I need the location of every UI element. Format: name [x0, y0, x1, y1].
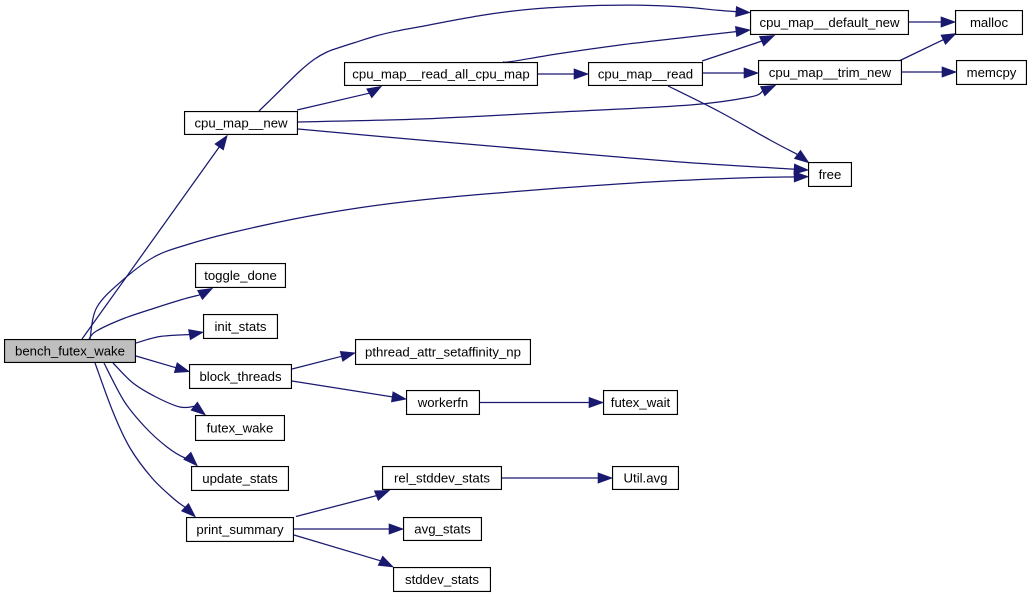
svg-text:futex_wake: futex_wake: [207, 421, 274, 436]
svg-text:cpu_map__new: cpu_map__new: [194, 116, 288, 131]
svg-text:block_threads: block_threads: [199, 369, 282, 384]
svg-text:print_summary: print_summary: [196, 522, 284, 537]
svg-text:rel_stddev_stats: rel_stddev_stats: [394, 471, 490, 486]
svg-text:cpu_map__trim_new: cpu_map__trim_new: [769, 65, 892, 80]
svg-text:bench_futex_wake: bench_futex_wake: [15, 344, 125, 359]
svg-text:workerfn: workerfn: [417, 395, 469, 410]
svg-text:malloc: malloc: [970, 15, 1009, 30]
svg-text:update_stats: update_stats: [202, 471, 278, 486]
svg-text:avg_stats: avg_stats: [414, 522, 471, 537]
svg-text:cpu_map__read: cpu_map__read: [598, 67, 693, 82]
svg-text:cpu_map__default_new: cpu_map__default_new: [759, 15, 900, 30]
svg-text:Util.avg: Util.avg: [624, 471, 668, 486]
svg-text:free: free: [819, 167, 842, 182]
svg-text:futex_wait: futex_wait: [611, 395, 671, 410]
svg-text:init_stats: init_stats: [214, 319, 266, 334]
svg-text:cpu_map__read_all_cpu_map: cpu_map__read_all_cpu_map: [352, 67, 529, 82]
svg-text:pthread_attr_setaffinity_np: pthread_attr_setaffinity_np: [365, 345, 521, 360]
svg-text:stddev_stats: stddev_stats: [405, 572, 479, 587]
svg-text:memcpy: memcpy: [967, 65, 1017, 80]
svg-text:toggle_done: toggle_done: [204, 268, 277, 283]
